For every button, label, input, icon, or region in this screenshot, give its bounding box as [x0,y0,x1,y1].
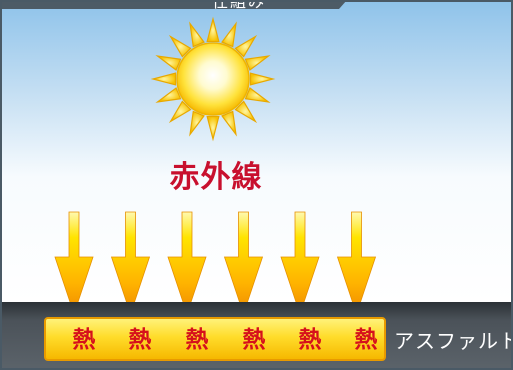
sun-ray [155,87,182,103]
sun-ray [221,21,237,48]
asphalt-label: アスファルト [394,329,513,353]
sun-icon [150,16,276,142]
sun-ray [244,87,271,103]
tab-label: 仕組み [212,0,266,9]
sun-ray [189,110,205,137]
heat-label: 熱 [242,327,266,353]
infrared-arrows [54,211,377,316]
sun-ray [189,21,205,48]
infrared-label: 赤外線 [169,160,263,195]
sun-ray [150,72,177,86]
sun-ray [234,34,258,58]
infrared-arrow [223,211,264,316]
infrared-arrow [336,211,377,316]
heat-label: 熱 [128,327,152,353]
sun-ray [244,55,271,71]
sun-ray [206,16,220,43]
sun-ray [221,110,237,137]
sun-ray [168,100,192,124]
sun-ray [155,55,182,71]
sun-ray [168,34,192,58]
heat-label: 熱 [298,327,322,353]
sun-ray [206,115,220,142]
infrared-arrow [167,211,207,316]
sun-ray [234,100,258,124]
heat-label: 熱 [185,327,209,353]
infrared-arrow [110,211,151,316]
heat-label: 熱 [354,327,378,353]
heat-label: 熱 [72,327,96,353]
infrared-arrow [280,211,320,316]
header-tab: 仕組み [2,0,347,9]
heat-bar: 熱 熱 熱 熱 熱 熱 [44,317,386,361]
sun-ray [249,72,276,86]
infrared-arrow [54,211,94,316]
